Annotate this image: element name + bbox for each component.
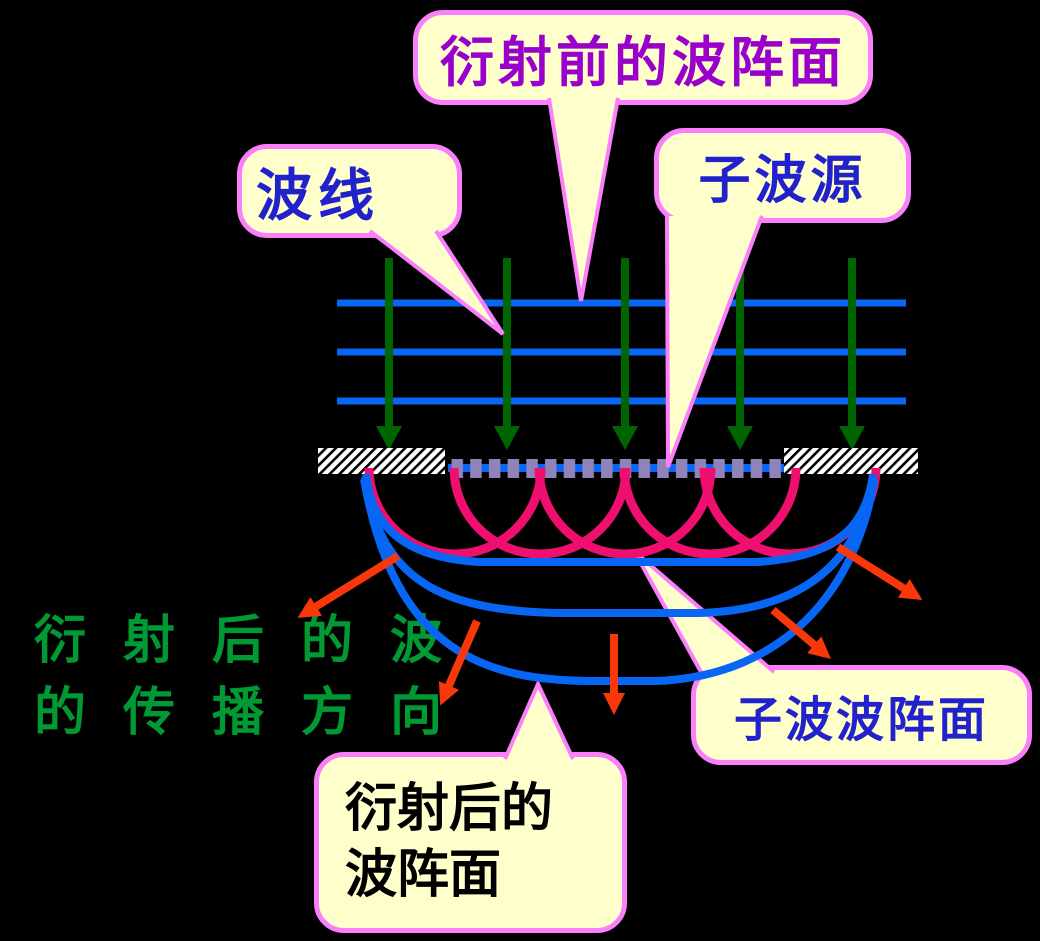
wavelet-arc-5 <box>699 467 881 559</box>
label-sub-wave-source: 子波源 <box>654 128 911 223</box>
label-wave-ray-text: 波线 <box>256 165 380 228</box>
label-propagation-direction-line2: 的 传 播 方 向 <box>34 685 455 742</box>
tail-wave-ray <box>368 229 505 336</box>
diffracted-wavefront-2 <box>361 476 878 617</box>
tail-post-diffraction-wavefront <box>503 679 575 760</box>
label-sub-wavelet-wavefront-text: 子波波阵面 <box>733 694 989 747</box>
diffracted-wavefront-1 <box>362 473 877 566</box>
diffracted-ray-arrow-right <box>835 543 923 601</box>
label-post-diffraction-wavefront-line2: 波阵面 <box>345 846 502 904</box>
label-propagation-direction: 衍 射 后 的 波 的 传 播 方 向 <box>34 606 454 750</box>
barrier-left <box>318 448 445 474</box>
slit-line <box>448 464 784 472</box>
tail-sub-wavelet-wavefront <box>632 549 776 674</box>
wavelet-arc-1 <box>364 467 546 559</box>
diffracted-ray-arrow-right-down <box>770 606 831 659</box>
sub-wave-sources <box>448 459 784 478</box>
incident-wavefronts <box>337 299 906 405</box>
label-sub-wave-source-text: 子波源 <box>698 153 867 210</box>
label-wave-ray: 波线 <box>237 144 462 238</box>
wavelet-arc-2 <box>449 467 631 559</box>
incident-rays <box>376 258 865 450</box>
label-post-diffraction-wavefront: 衍射后的 波阵面 <box>314 752 627 933</box>
label-pre-diffraction-wavefront-text: 衍射前的波阵面 <box>440 33 846 93</box>
label-post-diffraction-wavefront-line1: 衍射后的 <box>345 780 554 838</box>
barrier-right <box>784 448 918 474</box>
label-pre-diffraction-wavefront: 衍射前的波阵面 <box>413 10 873 105</box>
tail-pre-diffraction-wavefront <box>547 97 620 302</box>
label-sub-wavelet-wavefront: 子波波阵面 <box>691 665 1032 765</box>
label-propagation-direction-line1: 衍 射 后 的 波 <box>34 613 455 670</box>
diffracted-ray-arrow-left <box>297 552 401 618</box>
tail-sub-wave-source <box>665 215 764 468</box>
wavelets <box>364 467 881 559</box>
wavelet-arc-4 <box>619 467 801 559</box>
wavelet-arc-3 <box>534 467 716 559</box>
